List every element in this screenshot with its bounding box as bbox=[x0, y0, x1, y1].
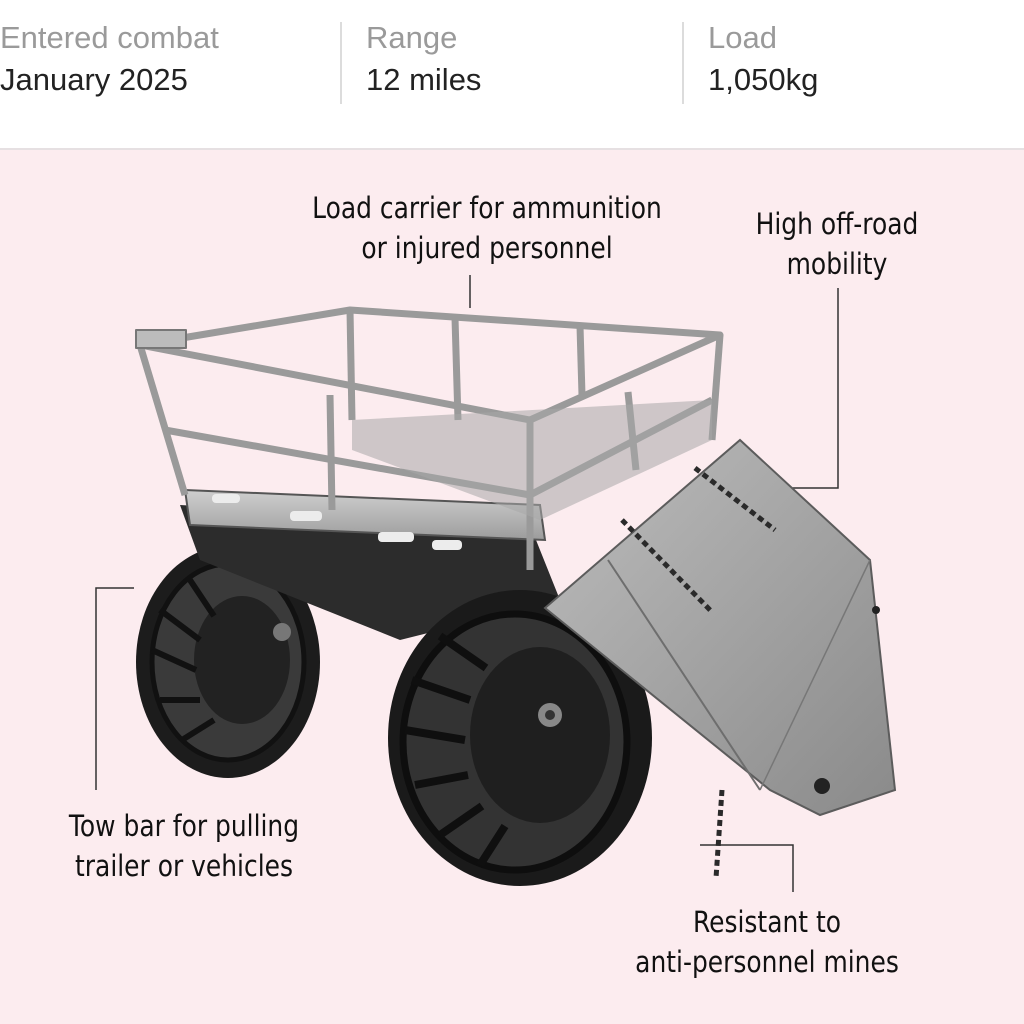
stat-label: Load bbox=[708, 20, 777, 55]
front-armor-plate bbox=[543, 438, 897, 879]
leader-line-mines bbox=[700, 844, 794, 892]
callout-mines: Resistant to anti-personnel mines bbox=[623, 902, 910, 982]
stat-divider bbox=[340, 22, 342, 104]
stat-value: January 2025 bbox=[0, 62, 188, 97]
callout-tow-bar-line2: trailer or vehicles bbox=[75, 849, 293, 883]
callout-mobility: High off-road mobility bbox=[740, 204, 934, 284]
front-wheel bbox=[388, 590, 652, 886]
stat-entered-combat: Entered combat January 2025 bbox=[0, 18, 219, 108]
leader-line-tow-bar bbox=[95, 587, 134, 790]
stat-label: Entered combat bbox=[0, 20, 219, 55]
callout-mobility-line1: High off-road bbox=[755, 207, 919, 241]
callout-load-carrier: Load carrier for ammunition or injured p… bbox=[302, 188, 672, 268]
rear-wheel bbox=[136, 546, 320, 778]
leader-lines bbox=[95, 275, 839, 892]
stat-range: Range 12 miles bbox=[366, 18, 481, 108]
callout-load-carrier-line1: Load carrier for ammunition bbox=[312, 191, 662, 225]
callout-load-carrier-line2: or injured personnel bbox=[361, 231, 613, 265]
callout-tow-bar: Tow bar for pulling trailer or vehicles bbox=[58, 806, 309, 886]
stats-bar: Entered combat January 2025 Range 12 mil… bbox=[0, 0, 1024, 150]
stat-value: 12 miles bbox=[366, 62, 482, 97]
cargo-bed bbox=[352, 400, 712, 520]
callout-mines-line1: Resistant to bbox=[692, 905, 842, 939]
callout-mines-line2: anti-personnel mines bbox=[635, 945, 899, 979]
stat-divider bbox=[682, 22, 684, 104]
callout-mobility-line2: mobility bbox=[786, 247, 888, 281]
stat-label: Range bbox=[366, 20, 458, 55]
stat-load: Load 1,050kg bbox=[708, 18, 818, 108]
stat-value: 1,050kg bbox=[708, 62, 819, 97]
leader-line-mobility bbox=[790, 288, 839, 489]
callout-tow-bar-line1: Tow bar for pulling bbox=[68, 809, 300, 843]
